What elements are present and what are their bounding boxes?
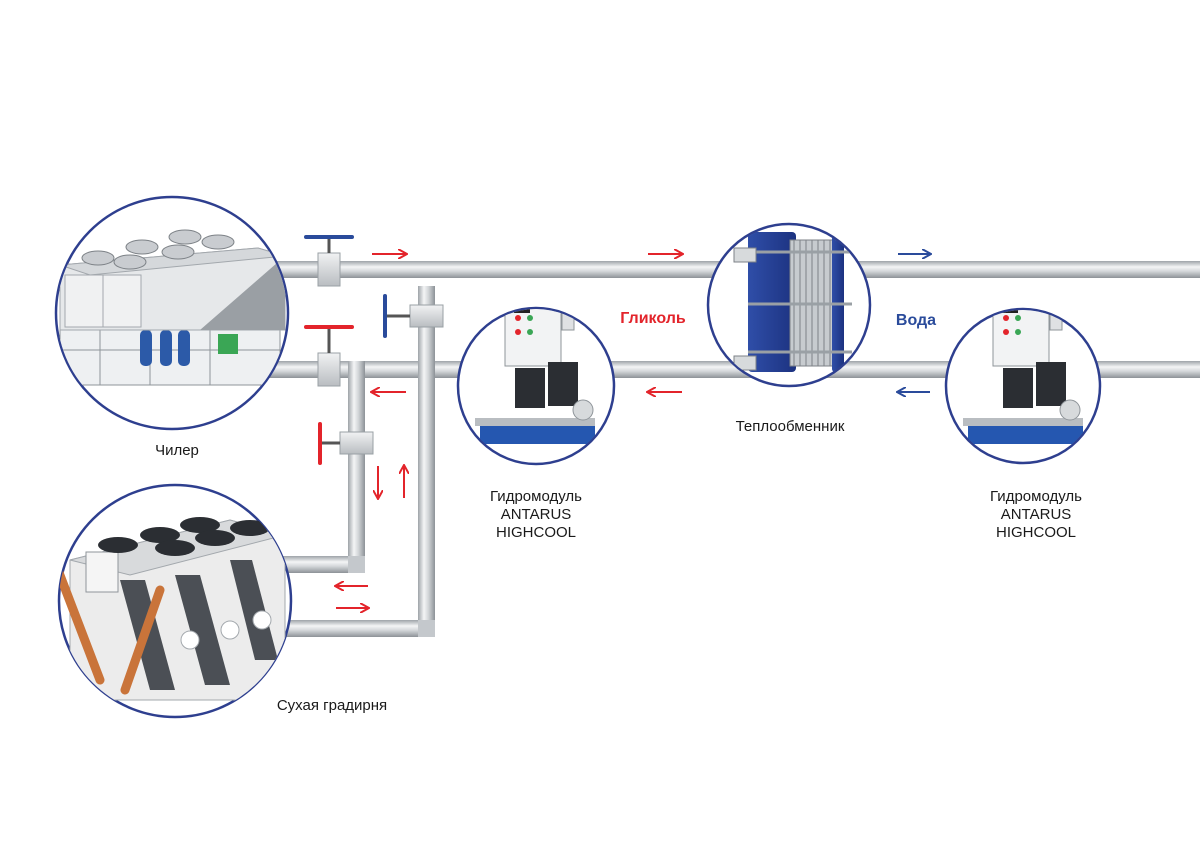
dry-cooler-pipe-bottom: [270, 620, 435, 637]
dry-cooler-supply-riser: [418, 286, 435, 636]
hydromodule-1-label: Гидромодуль ANTARUS HIGHCOOL: [476, 488, 596, 542]
hydromodule-2-label: Гидромодуль ANTARUS HIGHCOOL: [976, 488, 1096, 542]
heat-exchanger-label: Теплообменник: [735, 418, 845, 435]
dry-cooler-pipe-top: [270, 556, 365, 573]
dry-cooler-unit-icon: [57, 483, 293, 719]
dry-cooler-return-riser: [348, 361, 365, 571]
hydromodule-2-line-2: ANTARUS: [1000, 506, 1072, 523]
valve-bypass-supply[interactable]: [383, 294, 444, 338]
pump-station-icon: [944, 307, 1102, 465]
dry-cooler-label: Сухая градирня: [276, 697, 388, 714]
chiller-label: Чилер: [155, 442, 199, 459]
hydromodule-1-line-3: HIGHCOOL: [495, 524, 576, 541]
valve-chiller-return[interactable]: [304, 325, 354, 387]
hydromodule-1-line-1: Гидромодуль: [490, 488, 582, 505]
hydromodule-2-line-1: Гидромодуль: [990, 488, 1082, 505]
chiller-unit-icon: [54, 195, 290, 431]
valve-dry-cooler-return[interactable]: [318, 422, 374, 465]
hydromodule-1-line-2: ANTARUS: [500, 506, 572, 523]
pump-station-icon: [456, 306, 616, 466]
hydromodule-2-line-3: HIGHCOOL: [995, 524, 1076, 541]
valve-chiller-supply[interactable]: [304, 235, 354, 287]
water-label: Вода: [895, 312, 937, 329]
plate-heat-exchanger-icon: [706, 222, 872, 388]
glycol-label: Гликоль: [620, 310, 686, 327]
